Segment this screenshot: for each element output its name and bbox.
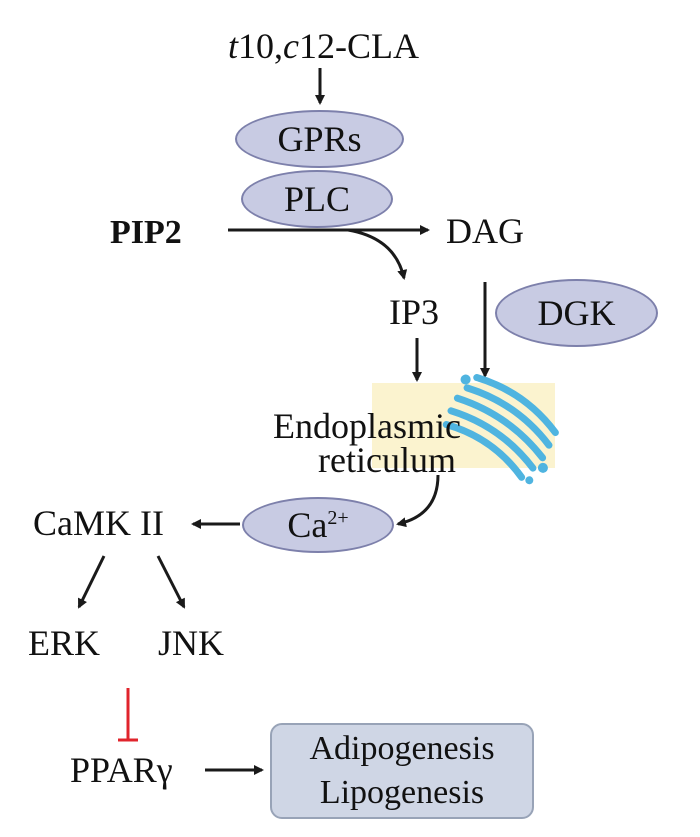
- arrow-er-ca: [396, 474, 440, 528]
- er-label-line1: Endoplasmic: [273, 406, 461, 446]
- arrow-to-ip3: [347, 228, 408, 280]
- outcome-lipogenesis: Lipogenesis: [319, 774, 485, 811]
- golgi-icon: [442, 374, 559, 485]
- plc-enzyme: PLC: [241, 170, 393, 228]
- camk-label: CaMK II: [33, 503, 164, 543]
- arrow-camk-jnk: [156, 555, 186, 609]
- jnk-label: JNK: [158, 623, 225, 663]
- outcome-box: Adipogenesis Lipogenesis: [270, 723, 534, 819]
- calcium-ion: Ca2+: [242, 497, 394, 553]
- er-label-line2: reticulum: [318, 440, 456, 480]
- dgk-enzyme: DGK: [495, 279, 658, 347]
- gprs-receptor: GPRs: [235, 110, 404, 168]
- dag-label: DAG: [446, 211, 524, 251]
- pip2-label: PIP2: [110, 214, 182, 251]
- ip3-label: IP3: [389, 292, 440, 332]
- cla-label: t10,c12-CLA: [228, 26, 419, 66]
- arrow-camk-erk: [77, 555, 106, 609]
- outcome-adipogenesis: Adipogenesis: [309, 729, 495, 767]
- ppar-gamma-label: PPARγ: [70, 750, 173, 790]
- erk-label: ERK: [28, 623, 100, 663]
